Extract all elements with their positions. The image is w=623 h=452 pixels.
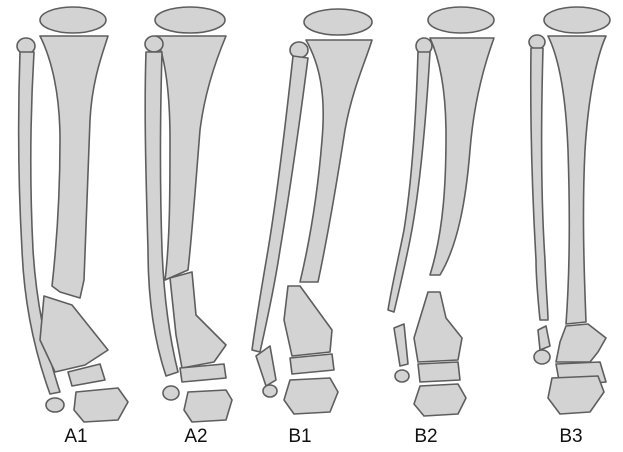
a1-talus xyxy=(74,388,128,422)
panel-label-a2: A2 xyxy=(166,426,226,448)
b2-tibia-shaft xyxy=(430,38,494,275)
b3-fibula-head xyxy=(529,35,545,49)
panel-b1-bones xyxy=(252,9,372,414)
b2-fibula-fragment xyxy=(394,324,408,366)
b1-talus xyxy=(284,378,338,414)
a2-distal-tibia-fragment xyxy=(170,272,226,368)
a2-tibia-shaft xyxy=(156,36,226,280)
a1-fibula-epiphysis xyxy=(46,398,64,412)
panel-label-b3: B3 xyxy=(541,426,601,448)
a2-talus xyxy=(184,390,232,422)
b3-talus xyxy=(548,376,604,414)
b2-fibula-epiphysis xyxy=(395,370,409,382)
b3-distal-tibia-fragment xyxy=(556,324,606,362)
a2-fibula-head xyxy=(145,36,163,52)
panel-label-a1: A1 xyxy=(46,426,106,448)
a2-tibia-epiphysis xyxy=(155,7,225,33)
b2-distal-tibia-fragment xyxy=(414,292,462,362)
b3-fibula-fragment xyxy=(538,326,550,350)
b3-fibula-epiphysis xyxy=(534,350,550,364)
b1-talus-epiphysis xyxy=(290,354,334,374)
b1-tibia-shaft xyxy=(300,40,372,282)
panel-label-b1: B1 xyxy=(270,426,330,448)
a1-distal-tibia-fragment xyxy=(40,296,108,372)
panel-a2-bones xyxy=(145,7,232,422)
a2-fibula-epiphysis xyxy=(163,386,179,400)
b2-tibia-epiphysis xyxy=(428,7,494,33)
panel-label-b2: B2 xyxy=(396,426,456,448)
b3-tibia-shaft xyxy=(548,36,606,324)
b3-fibula-shaft xyxy=(531,48,548,320)
a2-talus-epiphysis xyxy=(180,364,226,382)
b1-distal-tibia-fragment xyxy=(284,286,332,356)
b2-fibula-shaft xyxy=(388,52,430,312)
b1-tibia-epiphysis xyxy=(304,9,372,35)
a1-tibia-shaft xyxy=(40,36,108,298)
panel-a1-bones xyxy=(17,7,128,422)
b3-tibia-epiphysis xyxy=(544,7,610,33)
b2-talus xyxy=(414,384,466,416)
a1-tibia-epiphysis xyxy=(40,7,106,33)
b1-fibula-epiphysis xyxy=(263,385,277,397)
panel-b3-bones xyxy=(529,7,610,414)
panel-b2-bones xyxy=(388,7,494,416)
b2-talus-epiphysis xyxy=(418,362,460,382)
